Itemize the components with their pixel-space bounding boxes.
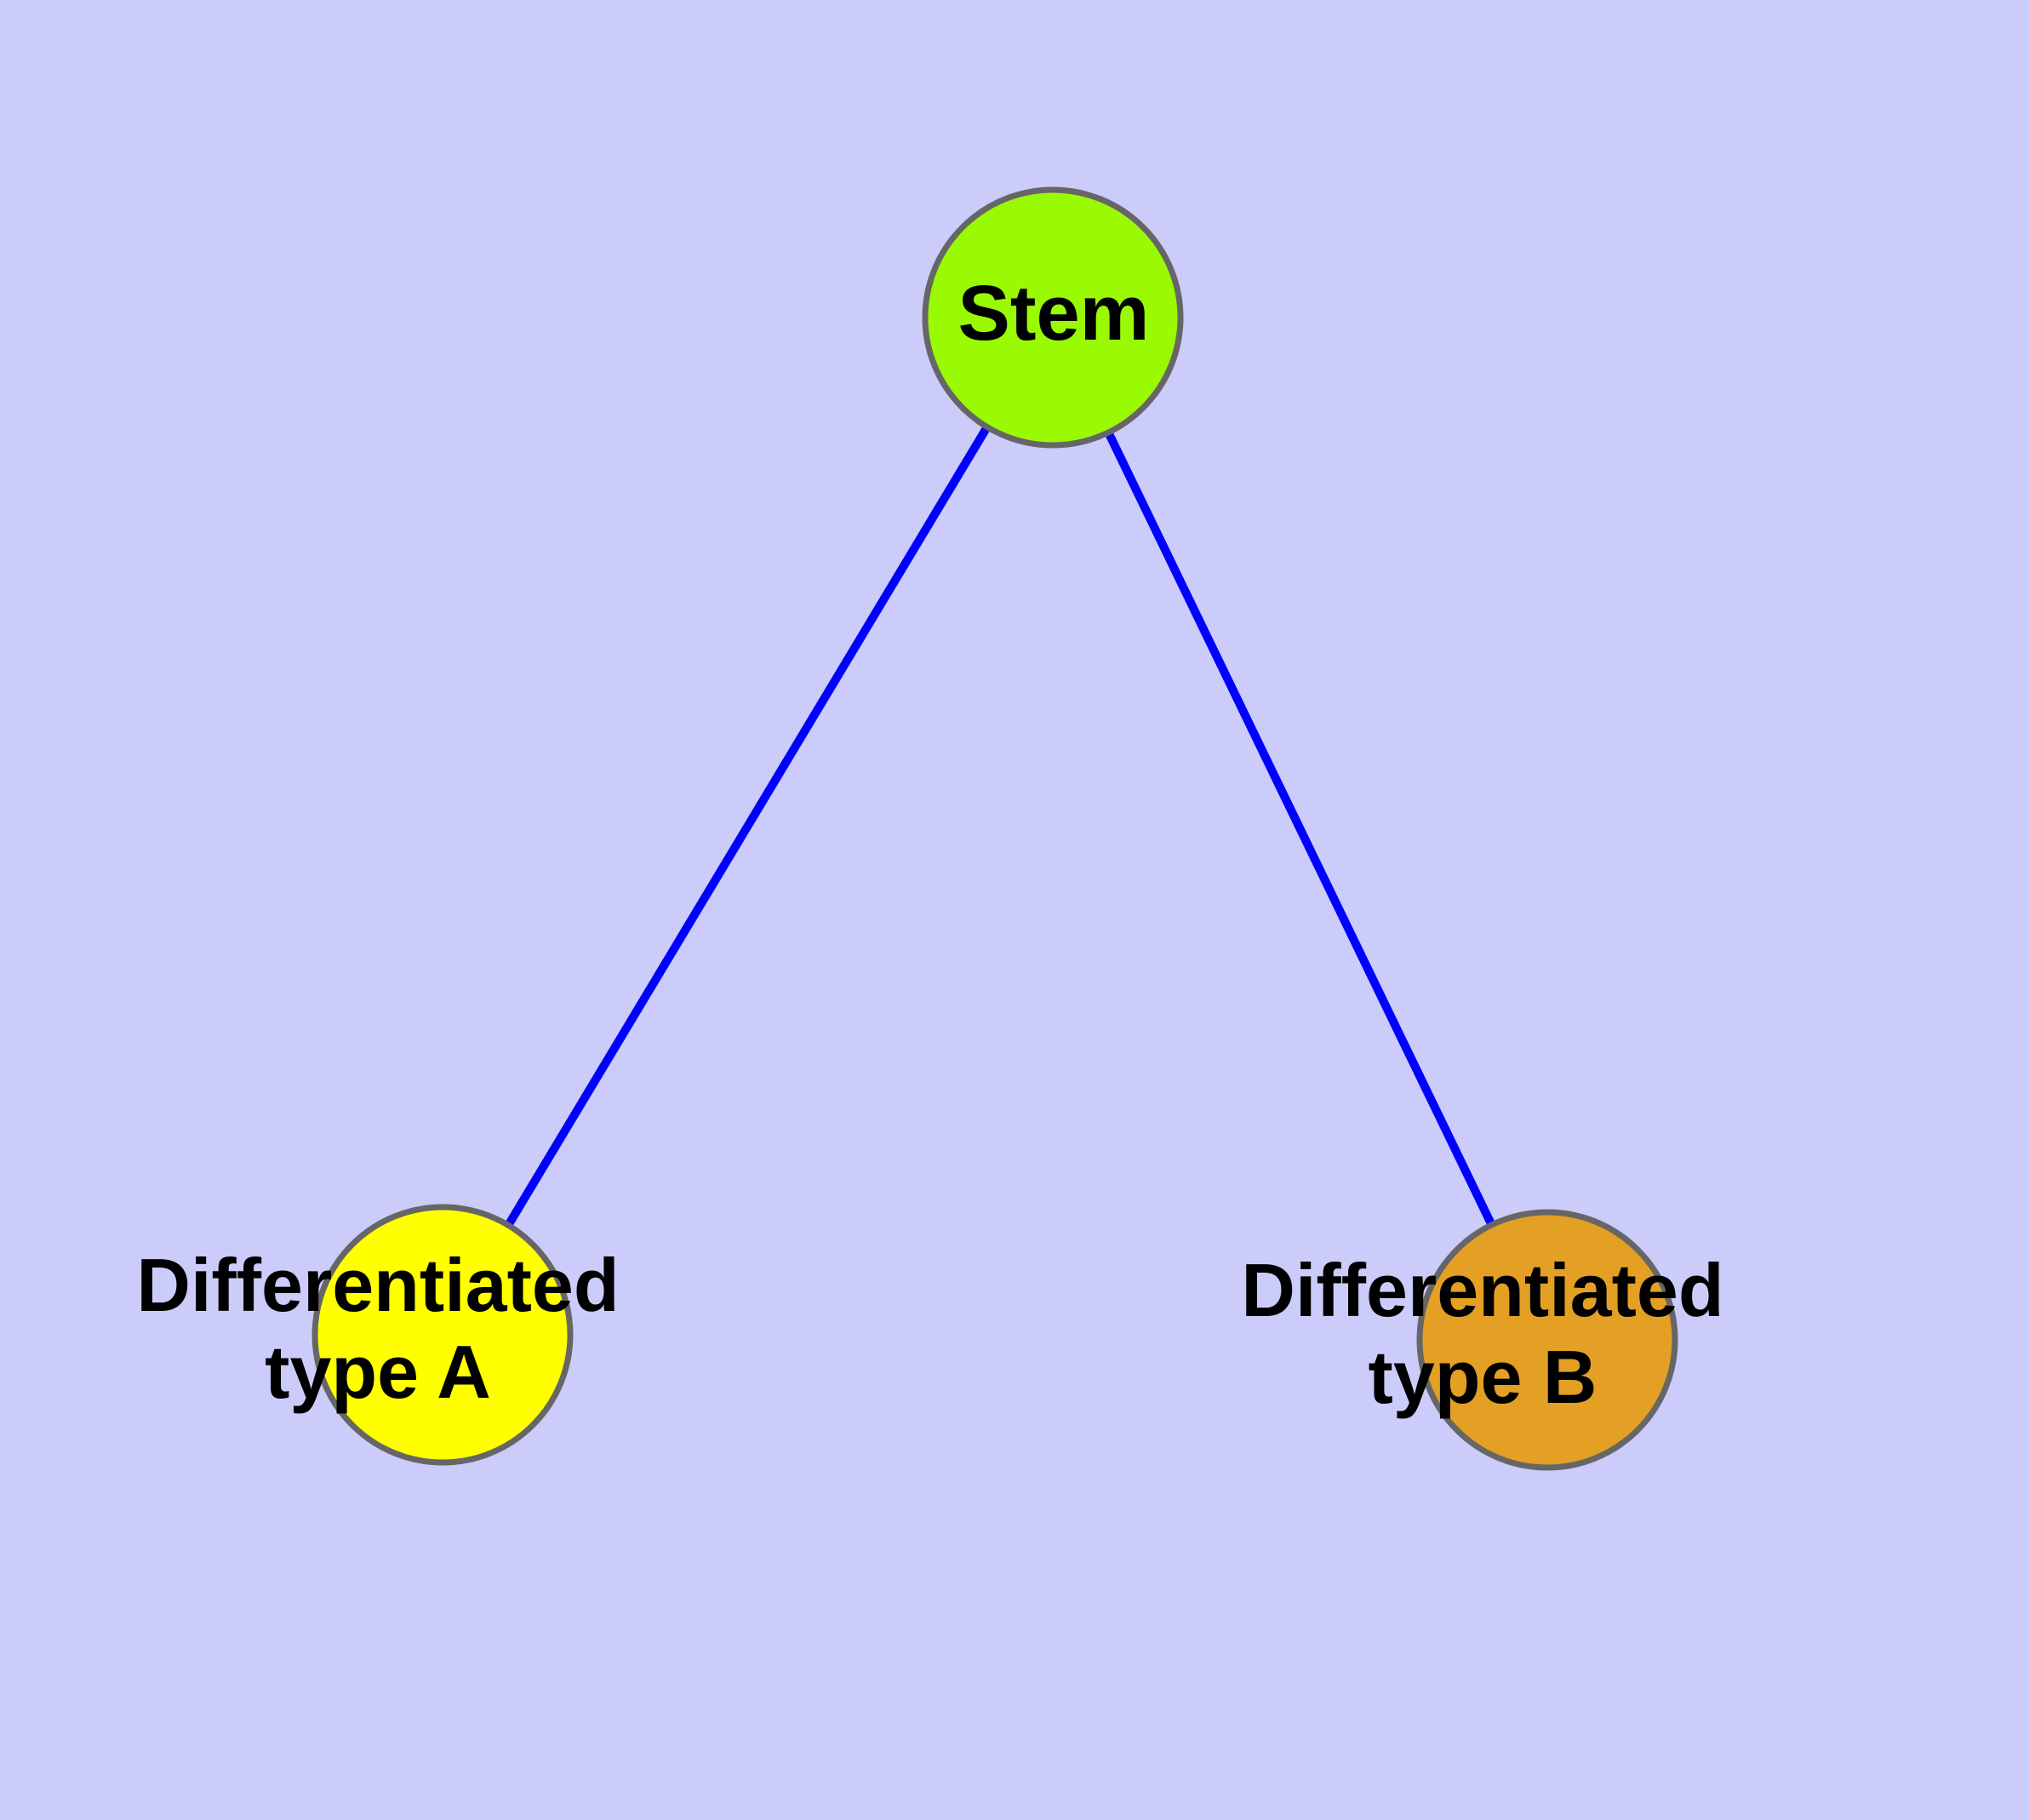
node-stem[interactable]: Stem — [922, 186, 1184, 449]
node-stem-label: Stem — [958, 270, 1150, 357]
node-label-line: type B — [1369, 1335, 1597, 1419]
edge-stem-to-diff-b[interactable] — [1049, 315, 1552, 1342]
node-differentiated-type-a-circle[interactable] — [311, 1204, 574, 1466]
node-label-line: type A — [265, 1330, 491, 1414]
edge-stem-to-diff-a[interactable] — [438, 315, 1057, 1337]
node-label-line: Differentiated — [1241, 1248, 1723, 1332]
edges-layer — [438, 315, 1552, 1342]
node-label-line: Differentiated — [136, 1243, 619, 1327]
node-differentiated-type-b-circle[interactable] — [1416, 1209, 1678, 1471]
node-label-line: Stem — [958, 270, 1150, 357]
node-stem-circle[interactable] — [922, 186, 1184, 449]
